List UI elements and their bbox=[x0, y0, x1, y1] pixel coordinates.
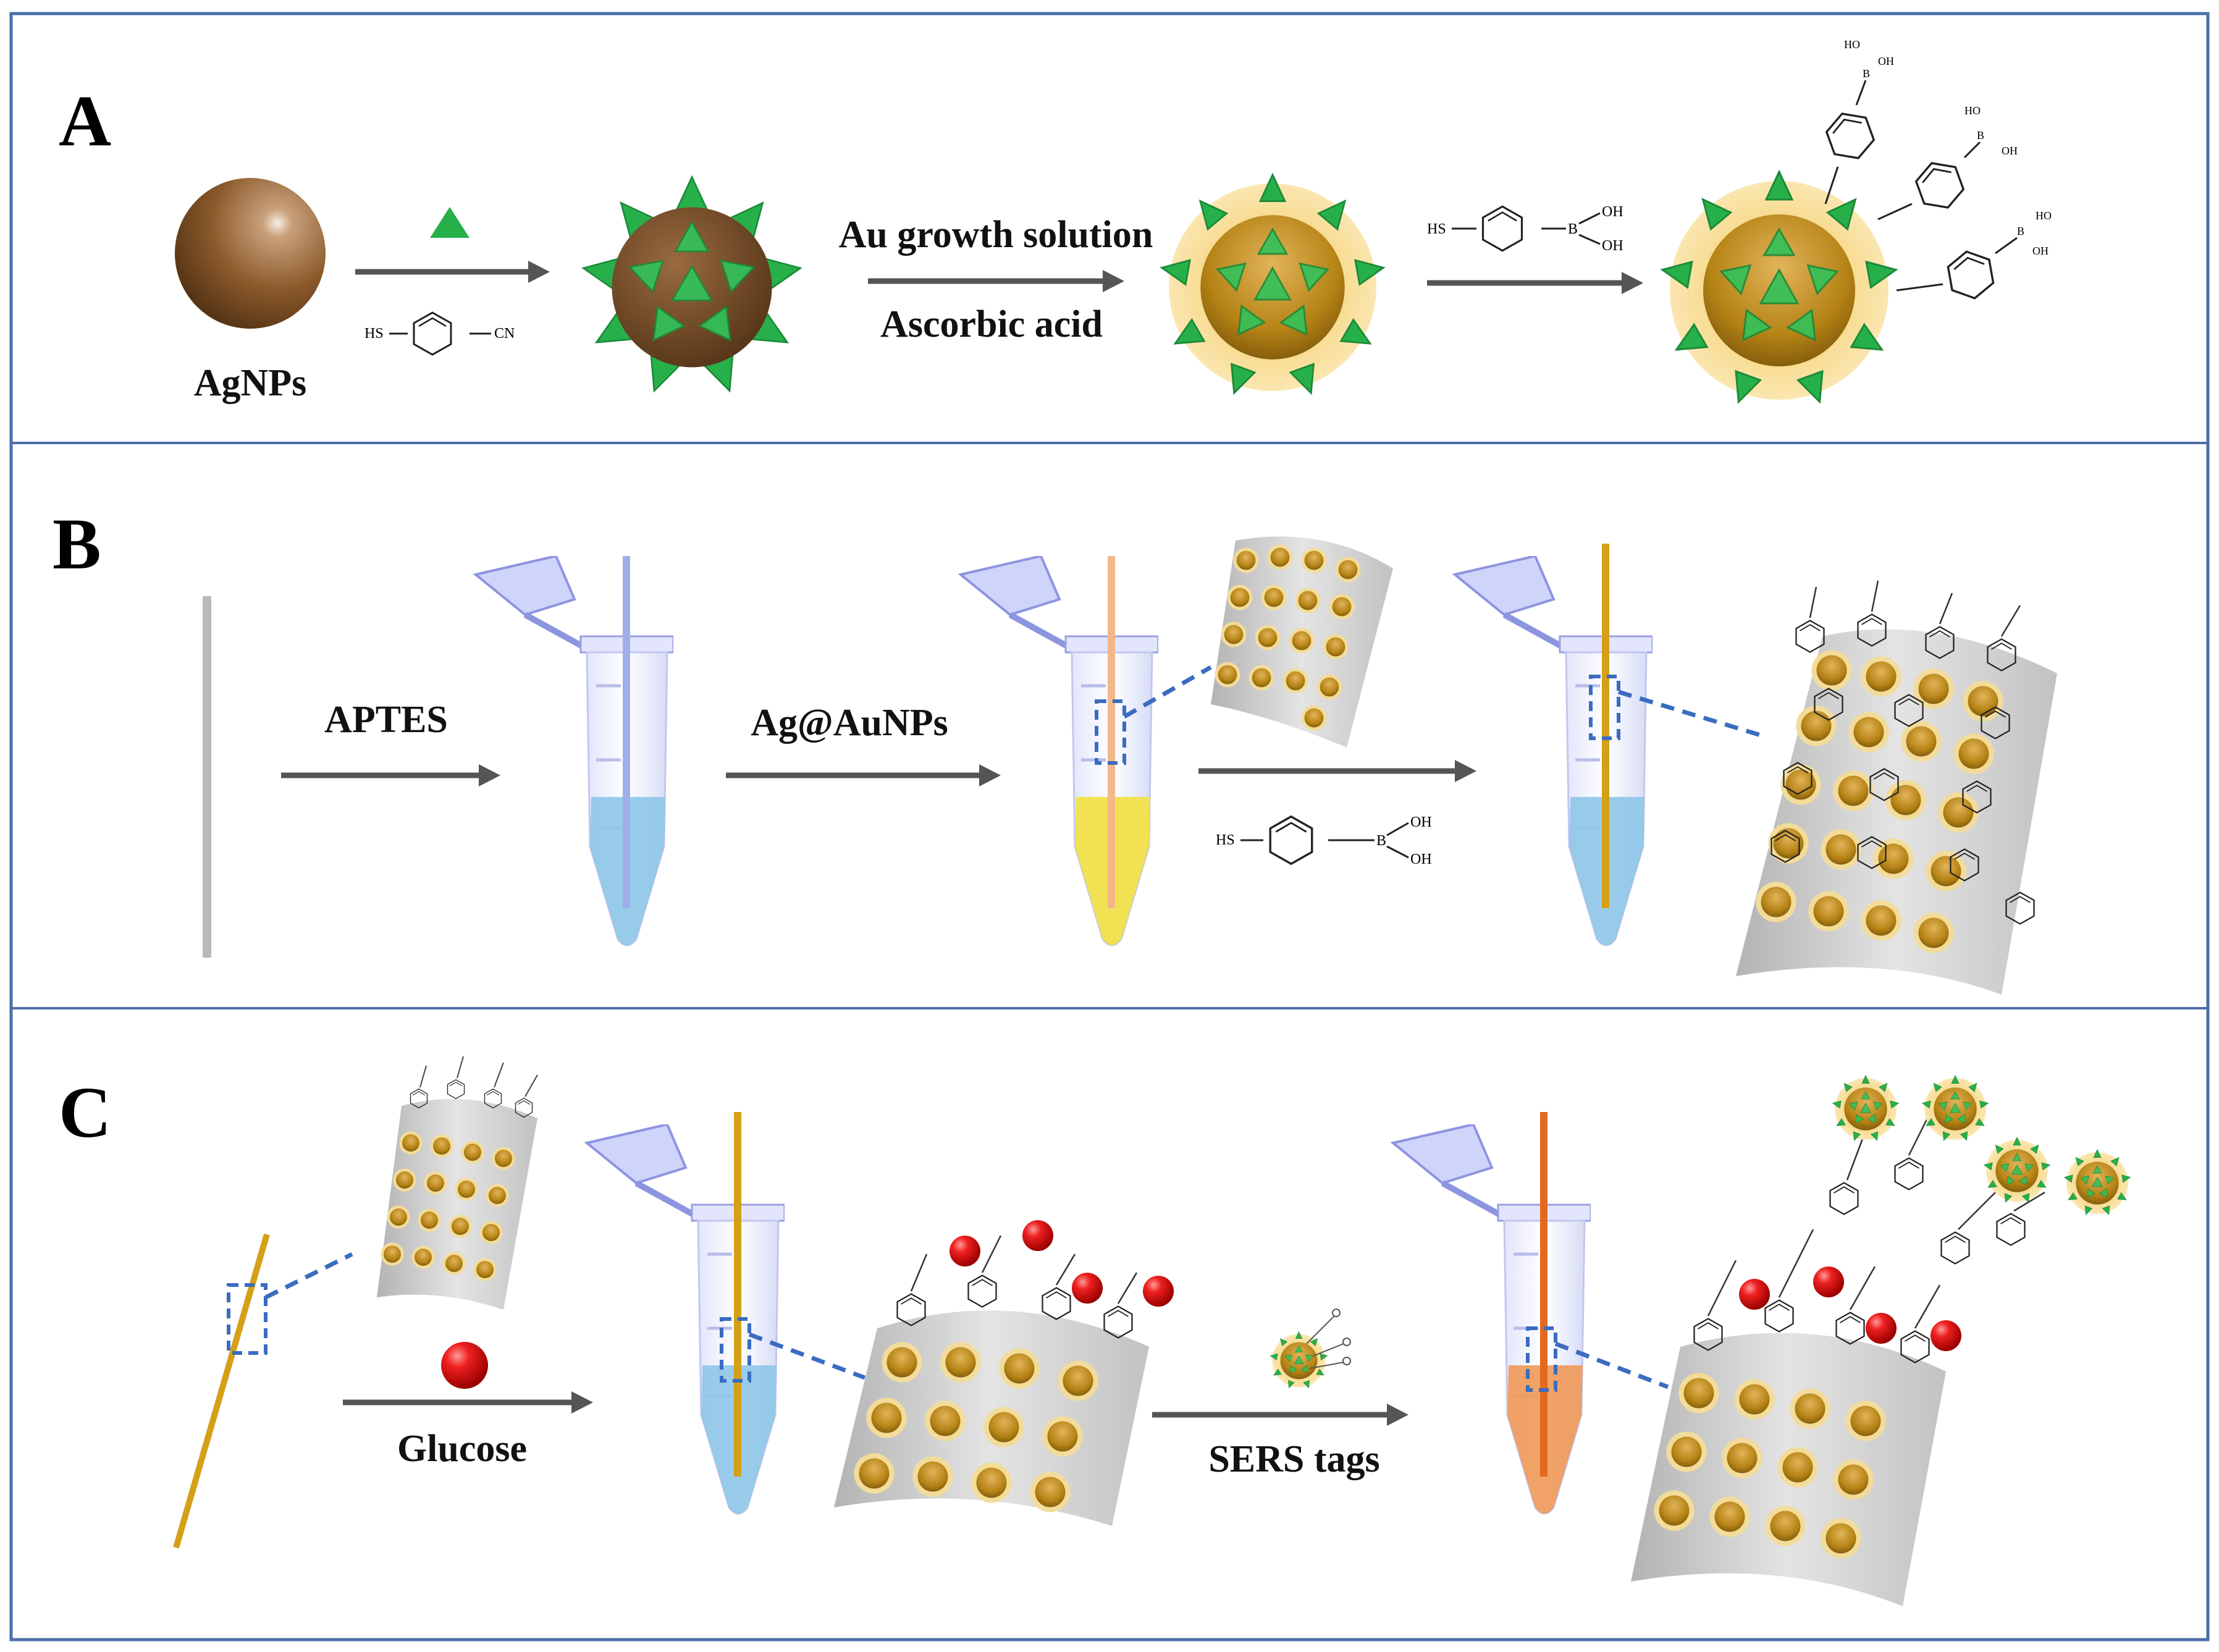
captured-glucose-2 bbox=[1813, 1266, 1844, 1297]
chem-b-3: B bbox=[1977, 129, 1984, 141]
tube-sers bbox=[1393, 1112, 1669, 1514]
chem-hs-3: HS bbox=[1216, 832, 1235, 848]
ascorbic-acid-label: Ascorbic acid bbox=[880, 303, 1103, 345]
sers-tag-2 bbox=[1921, 1075, 1989, 1142]
chem-b-4: B bbox=[2017, 225, 2024, 237]
arrow-1 bbox=[355, 261, 550, 283]
tube-aptes bbox=[476, 556, 673, 945]
gold-fiber-c bbox=[173, 1233, 270, 1549]
panel-letter-a: A bbox=[59, 80, 111, 161]
boronic-labels-a: B HO OH B HO OH B HO OH bbox=[1844, 38, 2052, 257]
panel-c: C bbox=[59, 1056, 2131, 1606]
chem-oh-3: OH bbox=[1878, 55, 1894, 67]
zoom-box-c1 bbox=[227, 1283, 267, 1355]
chem-cn: CN bbox=[494, 326, 515, 342]
au-growth-label: Au growth solution bbox=[839, 214, 1153, 256]
chem-oh-6: OH bbox=[1410, 814, 1432, 830]
agnp-sphere bbox=[175, 178, 326, 329]
bound-glucose-3 bbox=[1072, 1273, 1103, 1304]
chem-hs-1: HS bbox=[364, 326, 384, 342]
mercaptobenzonitrile-structure: HS CN bbox=[364, 311, 515, 356]
mpba-ligands-b bbox=[1771, 580, 2035, 925]
arrow-b3 bbox=[1198, 760, 1476, 782]
agnps-label: AgNPs bbox=[194, 362, 307, 404]
green-triangle-reagent bbox=[430, 207, 469, 238]
functionalized-agau-particle bbox=[1659, 171, 1900, 408]
arrow-3 bbox=[1427, 272, 1643, 294]
tube-agau bbox=[961, 556, 1212, 945]
arrow-b2 bbox=[726, 764, 1001, 786]
glucose-bound-sheet bbox=[834, 1220, 1174, 1526]
arrow-c1 bbox=[343, 1391, 593, 1414]
panel-letter-b: B bbox=[53, 504, 101, 584]
figure-frame bbox=[9, 12, 2210, 1641]
glucose-molecule bbox=[441, 1342, 488, 1389]
mpba-structure-b: HS B OH OH bbox=[1216, 814, 1432, 867]
chem-oh-4: OH bbox=[2002, 145, 2018, 157]
sers-tags-label: SERS tags bbox=[1208, 1438, 1379, 1480]
agnp-with-triangles bbox=[579, 176, 804, 397]
chem-b-1: B bbox=[1568, 221, 1578, 237]
ligands-c2 bbox=[896, 1235, 1138, 1339]
chem-ho-1: HO bbox=[1844, 38, 1860, 51]
arrow-2 bbox=[868, 270, 1124, 292]
tube-mpba bbox=[1455, 544, 1762, 945]
ligands-c3 bbox=[1693, 1118, 2045, 1363]
chem-ho-2: HO bbox=[1964, 104, 1981, 117]
mini-sheet-c bbox=[377, 1056, 538, 1310]
bound-glucose-1 bbox=[949, 1236, 980, 1266]
chem-oh-5: OH bbox=[2032, 245, 2048, 257]
sers-tag-1 bbox=[1832, 1075, 1900, 1142]
bare-fiber bbox=[203, 596, 211, 958]
arrow-c2 bbox=[1152, 1404, 1408, 1426]
glucose-label: Glucose bbox=[397, 1428, 527, 1470]
boronic-ligands bbox=[1821, 80, 2018, 303]
captured-glucose-4 bbox=[1931, 1320, 1961, 1351]
panel-b: B APTES Ag@AuNPs bbox=[53, 504, 2057, 995]
captured-glucose-3 bbox=[1866, 1313, 1897, 1344]
chem-b-5: B bbox=[1376, 833, 1386, 849]
bound-glucose-2 bbox=[1022, 1220, 1053, 1251]
agau-particle bbox=[1158, 174, 1387, 398]
panel-a: A AgNPs HS CN Au growth solution Ascorbi… bbox=[59, 38, 2052, 408]
panel-letter-c: C bbox=[59, 1072, 111, 1153]
functionalized-sheet-b bbox=[1736, 580, 2057, 995]
bound-glucose-4 bbox=[1143, 1276, 1174, 1307]
tube-glucose bbox=[587, 1112, 866, 1514]
sers-bound-sheet bbox=[1631, 1075, 2131, 1606]
chem-ho-3: HO bbox=[2036, 209, 2052, 222]
chem-oh-1: OH bbox=[1602, 204, 1623, 220]
chem-oh-7: OH bbox=[1410, 851, 1432, 867]
agau-label: Ag@AuNPs bbox=[751, 702, 948, 744]
sers-tag-icon bbox=[1270, 1331, 1328, 1389]
mpba-structure-a: HS B OH OH bbox=[1427, 204, 1623, 254]
chem-oh-2: OH bbox=[1602, 238, 1623, 254]
sers-tag-ligands bbox=[1306, 1309, 1351, 1369]
sers-tag-4 bbox=[2063, 1149, 2131, 1216]
chem-b-2: B bbox=[1863, 67, 1870, 80]
captured-glucose-1 bbox=[1739, 1279, 1770, 1310]
aptes-label: APTES bbox=[324, 699, 448, 741]
aunp-sheet-b bbox=[1211, 536, 1393, 748]
arrow-b1 bbox=[281, 764, 500, 786]
chem-hs-2: HS bbox=[1427, 221, 1446, 237]
